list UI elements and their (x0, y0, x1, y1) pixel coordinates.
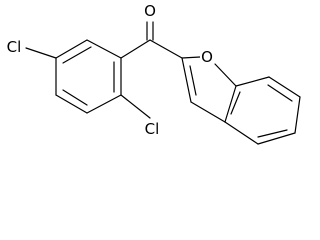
furan-inner-bond (189, 65, 197, 96)
carbonyl-to-ring-bond (120, 39, 151, 59)
benzo-bond-4 (257, 132, 296, 145)
benzo-bond-1 (235, 76, 270, 87)
furan-oxygen-label: O (201, 48, 213, 66)
benzo-inner-bond-1 (267, 84, 293, 102)
chlorine-left-label: Cl (7, 38, 22, 56)
carbonyl-oxygen-label: O (144, 2, 156, 20)
ring-inner-bond-2 (62, 89, 88, 106)
chlorine-bottom-label: Cl (145, 120, 160, 138)
structure-diagram: O O Cl Cl (3, 1, 301, 145)
furan-bond-2 (214, 63, 237, 87)
furan-bond-3 (224, 85, 237, 123)
benzo-bond-5 (224, 121, 259, 145)
molecule-drawing: O O Cl Cl (3, 1, 301, 145)
benzo-inner-bond-3 (230, 91, 241, 115)
bond-group (25, 21, 301, 145)
benzo-inner-bond-2 (257, 129, 288, 138)
ring-bond-1 (86, 39, 122, 59)
chlorine-bottom-bond (120, 94, 151, 119)
carbonyl-to-furan-bond (149, 39, 183, 59)
furan-bond-4 (190, 101, 226, 123)
benzo-bond-2 (268, 76, 301, 98)
furan-bond-5 (181, 57, 192, 103)
ring-bond-2 (55, 39, 88, 59)
ring-bond-4 (55, 94, 88, 114)
furan-bond-1 (181, 56, 201, 59)
ring-bond-5 (86, 94, 122, 114)
chlorine-left-bond (25, 47, 57, 59)
benzo-bond-3 (294, 96, 301, 134)
atom-label-group: O O Cl Cl (3, 1, 214, 139)
ring-inner-bond-1 (62, 46, 92, 64)
